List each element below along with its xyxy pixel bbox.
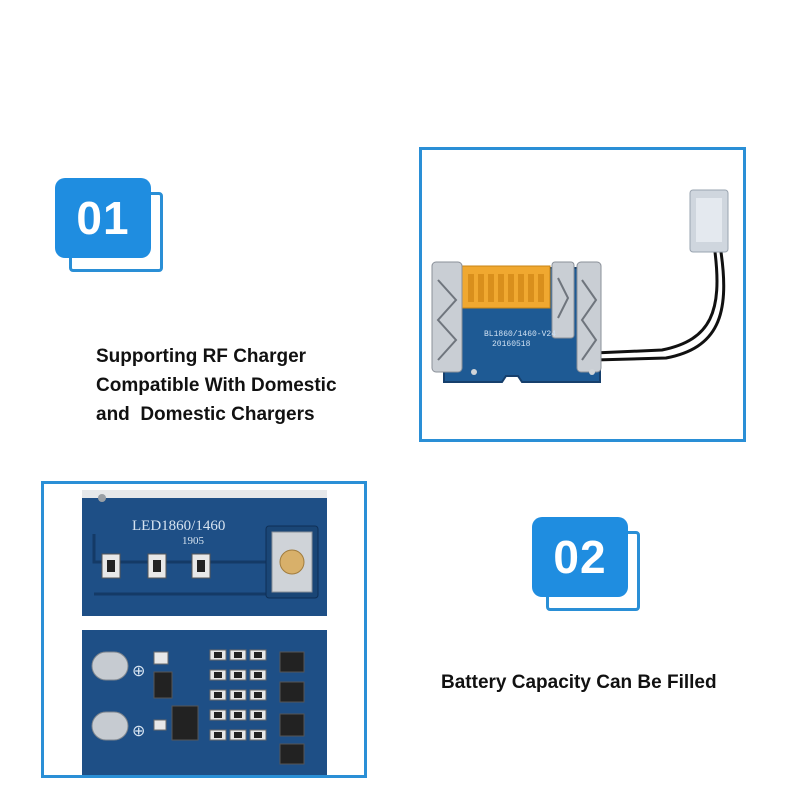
- svg-text:⊕: ⊕: [132, 723, 145, 740]
- closeup-marking-model: LED1860/1460: [132, 518, 225, 534]
- step-badge-02: 02: [532, 517, 640, 611]
- protection-board-image: BL1860/1460-V24 20160518: [431, 189, 729, 383]
- badge-number: 01: [55, 178, 151, 258]
- caption-line: Compatible With Domestic: [96, 375, 337, 396]
- badge-number: 02: [532, 517, 628, 597]
- board-marking-date: 20160518: [492, 340, 531, 349]
- board-photo-frame: BL1860/1460-V24 20160518: [419, 147, 746, 442]
- feature-caption-02: Battery Capacity Can Be Filled: [441, 668, 717, 697]
- board-marking-model: BL1860/1460-V24: [484, 330, 556, 339]
- closeup-marking-code: 1905: [182, 535, 205, 547]
- svg-text:⊕: ⊕: [132, 663, 145, 680]
- board-closeup-frame: LED1860/1460 1905 ⊕ ⊕: [41, 481, 367, 778]
- caption-line: Battery Capacity Can Be Filled: [441, 672, 717, 693]
- caption-line: Supporting RF Charger: [96, 346, 307, 367]
- step-badge-01: 01: [55, 178, 163, 272]
- caption-line: and Domestic Chargers: [96, 404, 315, 425]
- feature-caption-01: Supporting RF Charger Compatible With Do…: [96, 342, 337, 429]
- board-closeup-image: LED1860/1460 1905 ⊕ ⊕: [44, 484, 364, 775]
